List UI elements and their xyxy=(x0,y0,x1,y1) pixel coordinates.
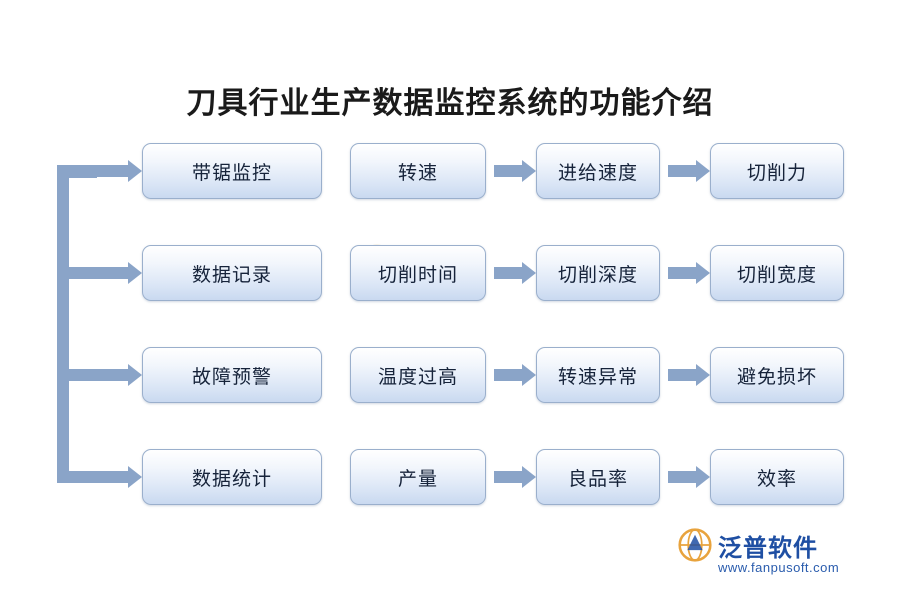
node-r4c4[interactable]: 效率 xyxy=(710,449,844,505)
arrow-r3-c2-c3 xyxy=(494,364,536,386)
brand-logo: 泛普软件 www.fanpusoft.com xyxy=(678,526,878,582)
arrow-r3-c3-c4 xyxy=(668,364,710,386)
node-r4c3[interactable]: 良品率 xyxy=(536,449,660,505)
node-r3c4[interactable]: 避免损坏 xyxy=(710,347,844,403)
node-r1c1[interactable]: 带锯监控 xyxy=(142,143,322,199)
node-r3c2[interactable]: 温度过高 xyxy=(350,347,486,403)
page-title: 刀具行业生产数据监控系统的功能介绍 xyxy=(186,87,714,120)
arrow-r2-c3-c4 xyxy=(668,262,710,284)
node-r3c3[interactable]: 转速异常 xyxy=(536,347,660,403)
logo-name: 泛普软件 xyxy=(718,535,818,562)
node-r2c2[interactable]: 切削时间 xyxy=(350,245,486,301)
node-r2c4[interactable]: 切削宽度 xyxy=(710,245,844,301)
bracket-vertical xyxy=(57,166,69,478)
bracket-arrow-row-3 xyxy=(57,364,142,386)
bracket-arrow-row-2 xyxy=(57,262,142,284)
arrow-r2-c2-c3 xyxy=(494,262,536,284)
node-r4c1[interactable]: 数据统计 xyxy=(142,449,322,505)
globe-icon xyxy=(678,528,712,562)
arrow-r4-c3-c4 xyxy=(668,466,710,488)
logo-url: www.fanpusoft.com xyxy=(718,560,840,575)
node-r3c1[interactable]: 故障预警 xyxy=(142,347,322,403)
node-r4c2[interactable]: 产量 xyxy=(350,449,486,505)
arrow-r1-c2-c3 xyxy=(494,160,536,182)
node-r1c4[interactable]: 切削力 xyxy=(710,143,844,199)
node-r1c2[interactable]: 转速 xyxy=(350,143,486,199)
bracket-arrow-row-4 xyxy=(57,466,142,488)
node-r2c1[interactable]: 数据记录 xyxy=(142,245,322,301)
bracket-arrow-row-1 xyxy=(57,160,142,182)
arrow-r1-c3-c4 xyxy=(668,160,710,182)
node-r2c3[interactable]: 切削深度 xyxy=(536,245,660,301)
arrow-r4-c2-c3 xyxy=(494,466,536,488)
node-r1c3[interactable]: 进给速度 xyxy=(536,143,660,199)
